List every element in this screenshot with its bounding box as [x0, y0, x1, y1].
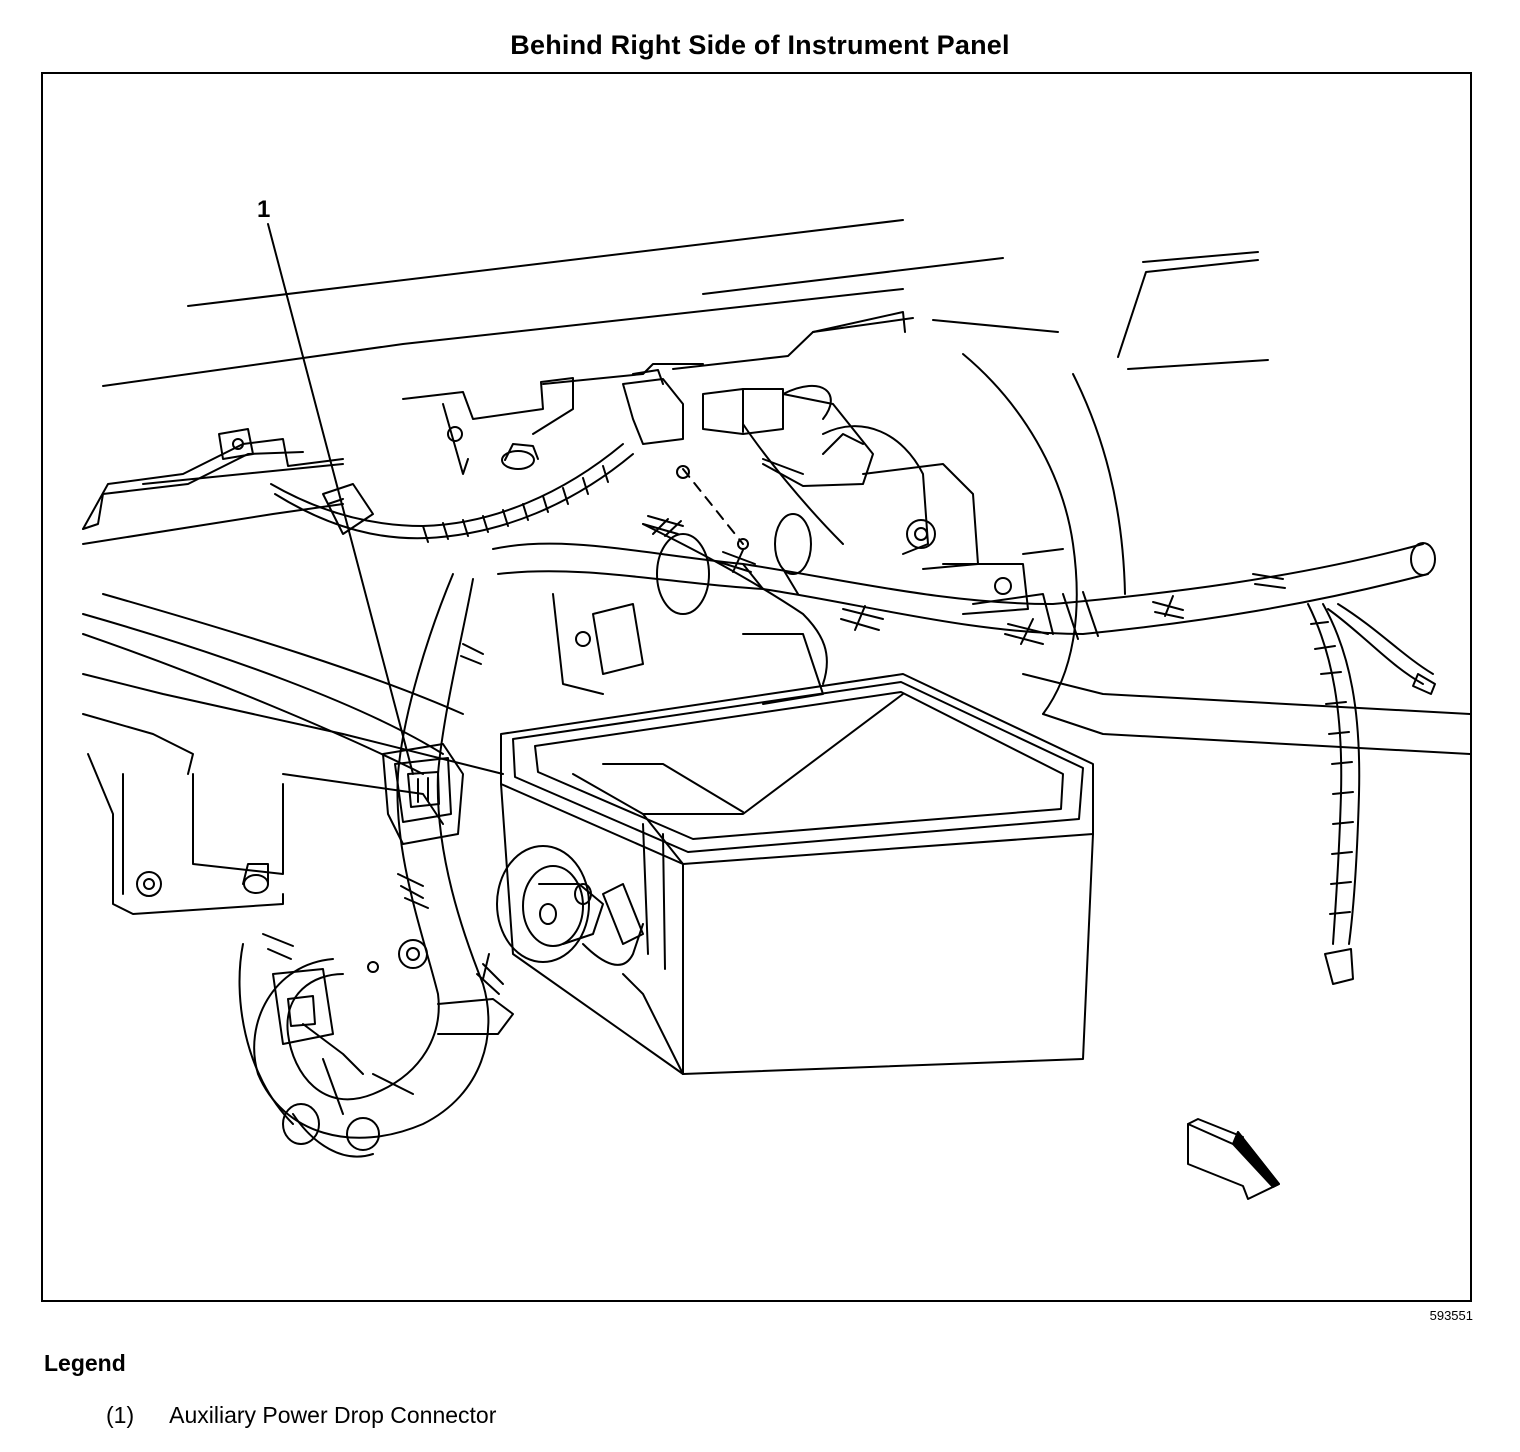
- dash-panel-lines: [82, 219, 1269, 545]
- wiring-harness: [270, 369, 1436, 985]
- legend-item: (1) Auxiliary Power Drop Connector: [106, 1402, 496, 1429]
- left-harness-loop: [238, 573, 514, 1158]
- legend-item-number: (1): [106, 1402, 135, 1428]
- diagram-frame: 1: [41, 72, 1472, 1302]
- legend-item-text: Auxiliary Power Drop Connector: [169, 1402, 497, 1428]
- lower-structure: [552, 353, 1470, 755]
- figure-id: 593551: [1429, 1308, 1473, 1323]
- ip-carrier: [82, 363, 704, 915]
- legend-heading: Legend: [44, 1350, 126, 1376]
- direction-arrow-icon: [1187, 1118, 1280, 1200]
- hvac-duct-box: [496, 673, 1094, 1075]
- callout-leader-1: [267, 223, 414, 775]
- callout-label-1: 1: [257, 196, 270, 223]
- diagram-title: Behind Right Side of Instrument Panel: [510, 30, 1010, 60]
- illustration: 1: [82, 196, 1470, 1200]
